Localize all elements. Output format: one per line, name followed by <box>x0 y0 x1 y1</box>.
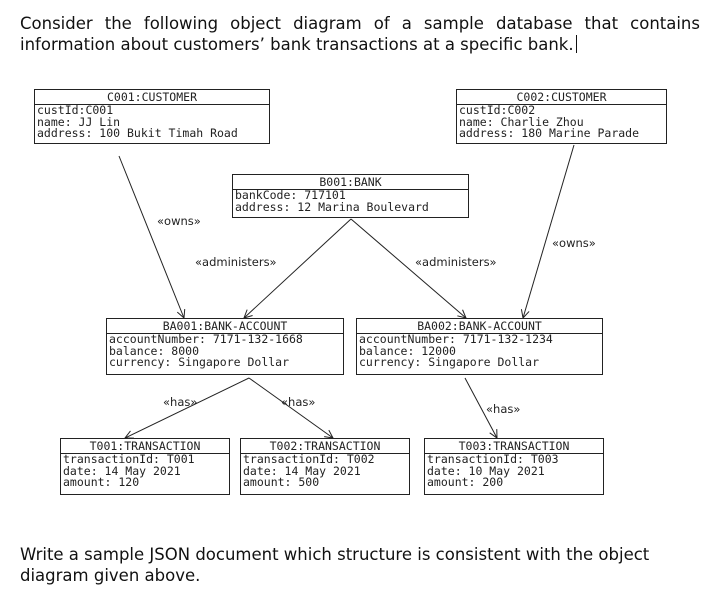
attribute-date: date: 14 May 2021 <box>243 463 361 478</box>
link-label-administers: «administers» <box>195 255 277 269</box>
attribute-transaction-id: transactionId: T003 <box>427 452 559 466</box>
attribute-transaction-id: transactionId: T002 <box>243 452 375 466</box>
object-title: B001:BANK <box>233 175 468 190</box>
link-has-t003 <box>464 377 497 438</box>
object-title: T003:TRANSACTION <box>425 439 603 454</box>
object-title: T002:TRANSACTION <box>241 439 409 454</box>
attribute-balance: balance: 8000 <box>109 343 200 358</box>
question-paragraph: Write a sample JSON document which struc… <box>20 545 650 585</box>
object-box-t001: T001:TRANSACTION transactionId: T001 dat… <box>60 438 230 495</box>
attribute-currency: currency: Singapore Dollar <box>109 355 290 369</box>
attribute-balance: balance: 12000 <box>359 343 456 358</box>
link-owns-c002 <box>523 144 575 318</box>
link-has-t001 <box>125 377 250 438</box>
link-label-owns: «owns» <box>157 214 201 228</box>
link-label-administers: «administers» <box>415 255 497 269</box>
link-label-has: «has» <box>486 402 521 416</box>
object-title: T001:TRANSACTION <box>61 439 229 454</box>
attribute-account-number: accountNumber: 7171-132-1668 <box>109 332 303 346</box>
object-box-t003: T003:TRANSACTION transactionId: T003 dat… <box>424 438 604 495</box>
attribute-currency: currency: Singapore Dollar <box>359 355 540 369</box>
object-box-ba002: BA002:BANK-ACCOUNT accountNumber: 7171-1… <box>356 318 603 375</box>
attribute-name: name: Charlie Zhou <box>459 114 584 129</box>
object-box-ba001: BA001:BANK-ACCOUNT accountNumber: 7171-1… <box>106 318 344 375</box>
link-administers-ba001 <box>244 218 352 318</box>
attribute-name: name: JJ Lin <box>37 114 121 129</box>
link-label-has: «has» <box>281 395 316 409</box>
object-title: C002:CUSTOMER <box>457 90 666 105</box>
attribute-date: date: 10 May 2021 <box>427 463 545 478</box>
attribute-custid: custId:C001 <box>37 103 114 117</box>
attribute-address: address: 180 Marine Parade <box>459 126 640 140</box>
object-box-c002: C002:CUSTOMER custId:C002 name: Charlie … <box>456 89 667 144</box>
attribute-amount: amount: 500 <box>243 475 320 489</box>
link-owns-c001 <box>118 155 184 318</box>
object-title: BA002:BANK-ACCOUNT <box>357 319 602 334</box>
object-box-b001: B001:BANK bankCode: 717101 address: 12 M… <box>232 174 469 218</box>
link-has-t002 <box>248 377 333 438</box>
intro-paragraph: Consider the following object diagram of… <box>20 13 700 55</box>
object-title: BA001:BANK-ACCOUNT <box>107 319 343 334</box>
link-administers-ba002 <box>350 218 466 318</box>
object-title: C001:CUSTOMER <box>35 90 269 105</box>
attribute-address: address: 12 Marina Boulevard <box>235 199 429 214</box>
attribute-amount: amount: 120 <box>63 475 140 489</box>
intro-text: Consider the following object diagram of… <box>20 14 700 54</box>
object-box-t002: T002:TRANSACTION transactionId: T002 dat… <box>240 438 410 495</box>
attribute-transaction-id: transactionId: T001 <box>63 452 195 466</box>
attribute-date: date: 14 May 2021 <box>63 463 181 478</box>
link-label-owns: «owns» <box>552 236 596 250</box>
attribute-bankcode: bankCode: 717101 <box>235 188 346 202</box>
text-cursor[interactable] <box>575 35 577 53</box>
attribute-amount: amount: 200 <box>427 475 504 489</box>
link-label-has: «has» <box>163 395 198 409</box>
attribute-account-number: accountNumber: 7171-132-1234 <box>359 332 553 346</box>
attribute-custid: custId:C002 <box>459 103 536 117</box>
attribute-address: address: 100 Bukit Timah Road <box>37 126 238 140</box>
object-box-c001: C001:CUSTOMER custId:C001 name: JJ Lin a… <box>34 89 270 144</box>
